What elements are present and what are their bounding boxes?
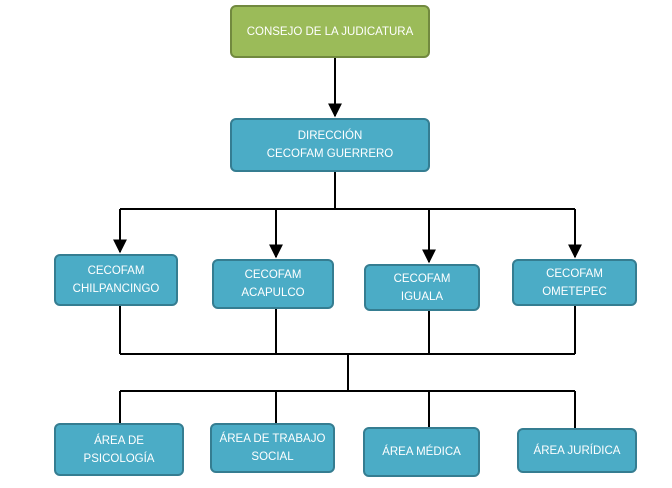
office-label-line1: CECOFAM (87, 265, 145, 277)
direccion-label-line1: DIRECCIÓN (297, 130, 363, 142)
office-label-line1: CECOFAM (546, 267, 603, 280)
office-label-line2: IGUALA (400, 290, 444, 303)
area-label-line1: ÁREA MÉDICA (382, 446, 461, 458)
area-label-line2: SOCIAL (251, 451, 294, 463)
cecofam-acapulco-box: CECOFAM ACAPULCO (212, 259, 334, 309)
area-trabajo-social-box: ÁREA DE TRABAJO SOCIAL (210, 423, 335, 473)
area-juridica-box: ÁREA JURÍDICA (517, 428, 637, 473)
direccion-cecofam-box: DIRECCIÓN CECOFAM GUERRERO (230, 118, 430, 172)
area-label-line1: ÁREA DE TRABAJO (219, 433, 326, 445)
office-label-line2: ACAPULCO (241, 287, 305, 299)
area-label-line2: PSICOLOGÍA (83, 452, 155, 465)
office-label-line1: CECOFAM (393, 272, 451, 285)
area-medica-box: ÁREA MÉDICA (363, 427, 480, 477)
office-label-line1: CECOFAM (244, 269, 302, 281)
office-label-line2: CHILPANCINGO (72, 283, 160, 295)
area-psicologia-box: ÁREA DE PSICOLOGÍA (54, 423, 184, 476)
area-label-line1: ÁREA JURÍDICA (533, 444, 621, 457)
office-label-line2: OMETEPEC (542, 285, 607, 298)
consejo-judicatura-box: CONSEJO DE LA JUDICATURA (230, 5, 430, 58)
cecofam-chilpancingo-box: CECOFAM CHILPANCINGO (54, 254, 178, 306)
area-label-line1: ÁREA DE (94, 434, 144, 447)
direccion-label-line2: CECOFAM GUERRERO (266, 148, 394, 160)
cecofam-ometepec-box: CECOFAM OMETEPEC (512, 259, 637, 306)
consejo-judicatura-label: CONSEJO DE LA JUDICATURA (246, 25, 414, 38)
cecofam-iguala-box: CECOFAM IGUALA (364, 264, 480, 311)
